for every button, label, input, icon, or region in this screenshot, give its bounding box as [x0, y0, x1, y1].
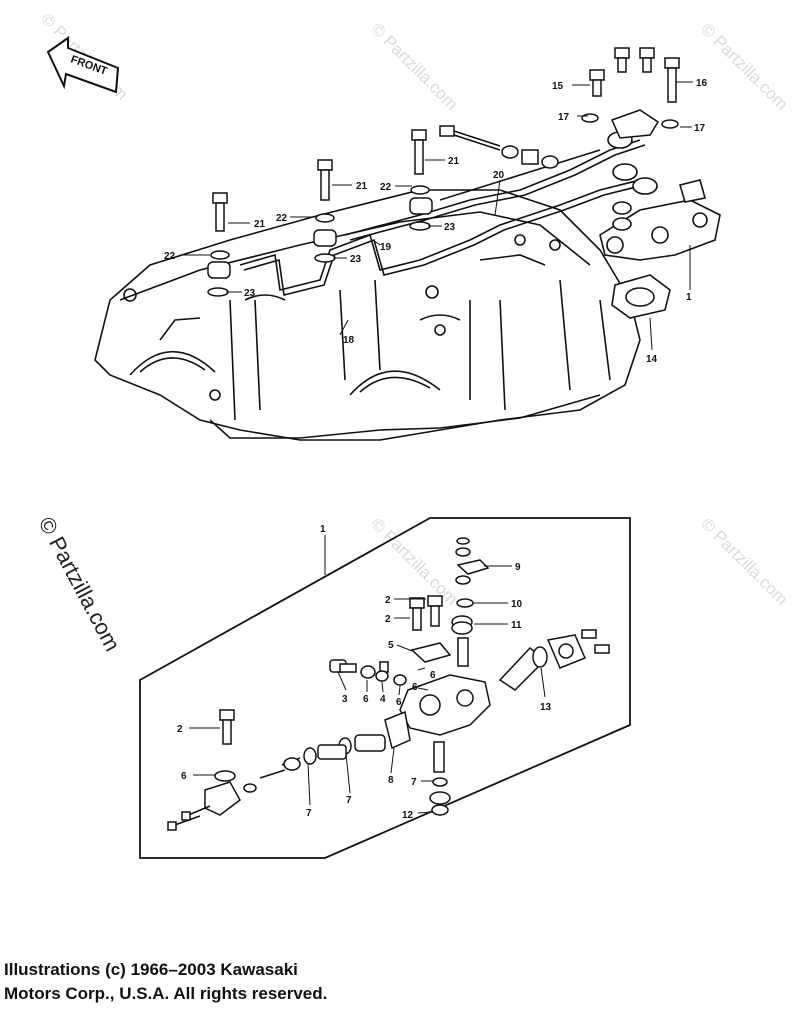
oil-pump-exploded [167, 537, 610, 831]
callout-6: 6 [396, 697, 402, 708]
callouts-upper: 15 16 17 17 21 21 21 22 22 22 20 19 23 2… [164, 78, 708, 365]
oil-pump-upper [599, 131, 721, 319]
callout-22: 22 [164, 251, 176, 262]
callout-8: 8 [388, 775, 394, 786]
callout-19: 19 [380, 242, 392, 253]
callout-16: 16 [696, 78, 708, 89]
callout-22: 22 [276, 213, 288, 224]
callout-15: 15 [552, 81, 564, 92]
watermark-main: © Partzilla.com [34, 513, 126, 656]
callout-17: 17 [558, 112, 570, 123]
callout-2: 2 [177, 724, 183, 735]
callout-21: 21 [448, 156, 460, 167]
callout-6: 6 [430, 670, 436, 681]
callout-6: 6 [181, 771, 187, 782]
callout-14: 14 [646, 354, 658, 365]
callout-6: 6 [363, 694, 369, 705]
callout-17: 17 [694, 123, 706, 134]
crankcase-illustration [94, 189, 641, 441]
callout-21: 21 [356, 181, 368, 192]
callouts-lower: 1 9 10 11 2 2 5 3 6 4 6 6 6 13 2 6 7 7 8… [177, 524, 552, 821]
callout-23: 23 [244, 288, 256, 299]
callout-10: 10 [511, 599, 523, 610]
callout-23: 23 [444, 222, 456, 233]
callout-4: 4 [380, 694, 386, 705]
callout-6: 6 [412, 682, 418, 693]
callout-12: 12 [402, 810, 414, 821]
watermark: © Partzilla.com [697, 19, 791, 113]
callout-1: 1 [320, 524, 326, 535]
callout-3: 3 [342, 694, 348, 705]
callout-2: 2 [385, 595, 391, 606]
callout-20: 20 [493, 170, 505, 181]
callout-23: 23 [350, 254, 362, 265]
callout-2: 2 [385, 614, 391, 625]
watermark: © Partzilla.com [367, 19, 461, 113]
callout-7: 7 [306, 808, 312, 819]
callout-21: 21 [254, 219, 266, 230]
callout-7: 7 [411, 777, 417, 788]
callout-11: 11 [511, 620, 522, 631]
watermarks: © Partzilla.com © Partzilla.com © Partzi… [34, 9, 792, 655]
watermark: © Partzilla.com [367, 514, 461, 608]
copyright-notice: Illustrations (c) 1966–2003 Kawasaki Mot… [4, 958, 327, 1006]
callout-18: 18 [343, 335, 355, 346]
copyright-line-2: Motors Corp., U.S.A. All rights reserved… [4, 984, 328, 1003]
callout-7: 7 [346, 795, 352, 806]
watermark: © Partzilla.com [697, 514, 791, 608]
callout-1: 1 [686, 292, 692, 303]
leader-lines-lower [189, 535, 546, 814]
front-arrow: FRONT [46, 36, 120, 94]
leader-lines-upper [180, 81, 693, 351]
exploded-view-border [139, 517, 631, 859]
callout-22: 22 [380, 182, 392, 193]
callout-9: 9 [515, 562, 521, 573]
callout-13: 13 [540, 702, 552, 713]
callout-5: 5 [388, 640, 394, 651]
oil-lines [239, 139, 646, 296]
copyright-line-1: Illustrations (c) 1966–2003 Kawasaki [4, 960, 298, 979]
